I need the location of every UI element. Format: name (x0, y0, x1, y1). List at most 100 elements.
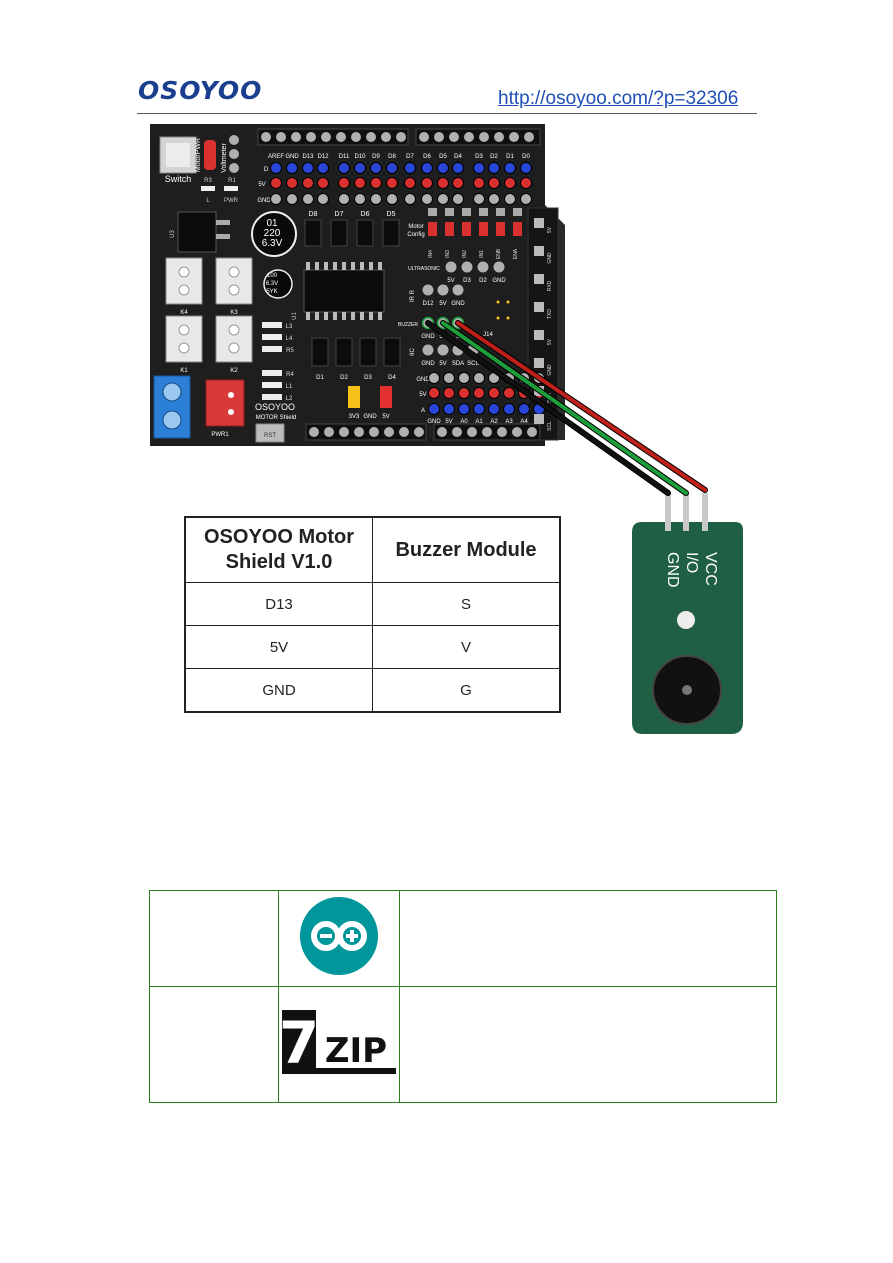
pin (473, 387, 485, 399)
pin-label: D0 (522, 154, 530, 160)
pin-label: D10 (354, 154, 366, 160)
config-label: Motor (408, 224, 423, 230)
pin (338, 162, 350, 174)
inductor (262, 394, 282, 400)
transistor (304, 219, 322, 247)
wiring-cell: G (372, 668, 561, 713)
pin (404, 162, 416, 174)
pin (458, 372, 470, 384)
header-pin (399, 427, 409, 437)
pin (473, 162, 485, 174)
pin (437, 162, 449, 174)
res-label: R5 (286, 348, 294, 354)
page-url-link[interactable]: http://osoyoo.com/?p=32306 (498, 88, 739, 109)
header-pin (354, 427, 364, 437)
inductor-label: L4 (286, 336, 293, 342)
header-pin (509, 132, 519, 142)
pin (437, 177, 449, 189)
side-pin (534, 274, 544, 284)
header-pin (482, 427, 492, 437)
header-pin (445, 261, 457, 273)
pin-label: A1 (475, 419, 483, 425)
driver-label: D4 (388, 375, 396, 381)
pin (437, 193, 449, 205)
module-pin-label: GND (664, 552, 681, 588)
res-label: R4 (286, 372, 294, 378)
row-label: A (421, 408, 425, 414)
7zip-icon[interactable]: 7 ZIP (279, 1009, 396, 1077)
pin (370, 162, 382, 174)
board-brand-sub: MOTOR Shield (256, 415, 297, 421)
software-label-cell (149, 986, 279, 1103)
wire (456, 321, 707, 492)
jumper-yellow (348, 386, 360, 408)
pin (473, 177, 485, 189)
config-pin-label: IN3 (445, 250, 451, 258)
software-label-cell (149, 890, 279, 987)
pin (338, 193, 350, 205)
terminal-hole (228, 284, 240, 296)
inductor-label: L3 (286, 324, 293, 330)
pin (354, 162, 366, 174)
side-pin-label: TXD (547, 309, 553, 319)
driver-ic (303, 269, 385, 313)
pin (520, 193, 532, 205)
led-label: L (206, 198, 210, 204)
pin (386, 193, 398, 205)
header-pin (419, 132, 429, 142)
pin-label: GND (285, 154, 299, 160)
pin-label: GND (421, 361, 435, 367)
pin-label: D12 (422, 301, 434, 307)
header-pin (229, 149, 239, 159)
jumper-label: 3V3 (349, 414, 360, 420)
led-label: PWR (224, 198, 239, 204)
pin (354, 193, 366, 205)
capacitor-label: 6.3V (262, 238, 283, 249)
side-pin-label: 5V (547, 338, 553, 345)
pin (270, 162, 282, 174)
pin (428, 403, 440, 415)
software-table: 7 ZIP (149, 890, 777, 1103)
wiring-cell: S (372, 582, 561, 626)
motor-label: K1 (180, 368, 188, 374)
res-label: R1 (228, 178, 236, 184)
pin-label: D3 (463, 278, 471, 284)
header-pin (461, 261, 473, 273)
motor-terminal (215, 257, 253, 305)
pin (518, 403, 530, 415)
header-pin (336, 132, 346, 142)
header-pin (396, 132, 406, 142)
config-header (462, 208, 471, 216)
arduino-icon[interactable] (299, 896, 379, 976)
pin (452, 177, 464, 189)
pin-label: D2 (490, 154, 498, 160)
pin (270, 193, 282, 205)
header-pin (306, 132, 316, 142)
terminal-hole (228, 342, 240, 354)
pin (488, 193, 500, 205)
header-pin (497, 427, 507, 437)
header-pin (366, 132, 376, 142)
terminal-hole (178, 324, 190, 336)
config-pin-label: ENA (513, 248, 519, 259)
header-pin (384, 427, 394, 437)
transistor (356, 219, 374, 247)
header-pin (351, 132, 361, 142)
chip-label: U3 (170, 230, 176, 238)
header-pin (493, 261, 505, 273)
pin-label: D13 (302, 154, 314, 160)
transistor (359, 337, 377, 367)
pin (458, 387, 470, 399)
side-pin (534, 246, 544, 256)
pin (404, 177, 416, 189)
pin (428, 387, 440, 399)
pin-label: D3 (475, 154, 483, 160)
ic-pin (333, 312, 337, 320)
ic-pin (351, 312, 355, 320)
pin-label: D7 (406, 154, 414, 160)
pin-label: D2 (479, 278, 487, 284)
motor-terminal (165, 257, 203, 305)
pin (452, 162, 464, 174)
pin (443, 387, 455, 399)
